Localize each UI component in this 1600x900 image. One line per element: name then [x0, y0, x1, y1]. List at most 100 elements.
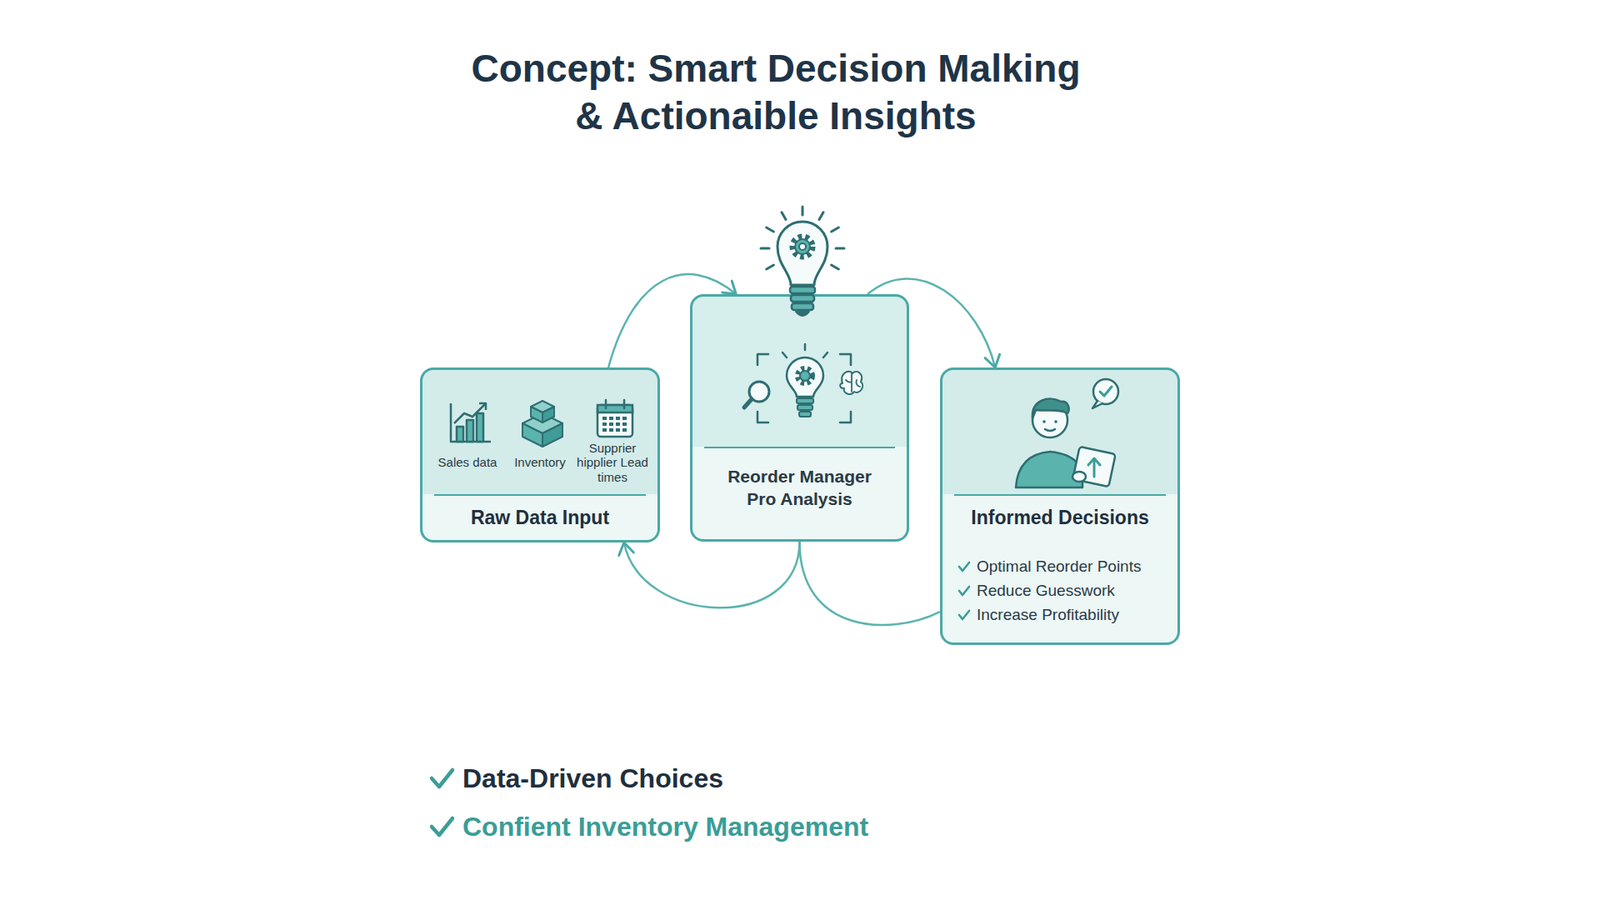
check-stroke — [959, 562, 970, 571]
idea-bulb — [760, 206, 845, 316]
path-shape — [757, 411, 769, 423]
line-shape — [831, 227, 840, 232]
inventory-icon — [522, 400, 563, 447]
path-shape — [1092, 400, 1103, 409]
rect-shape — [796, 398, 814, 404]
line-shape — [766, 265, 775, 270]
box-heading: Informed Decisions — [942, 495, 1178, 540]
check-stroke — [959, 610, 970, 620]
rect-shape — [799, 411, 811, 417]
divider — [434, 494, 646, 496]
path-shape — [1088, 458, 1100, 477]
ellipse-shape — [1072, 471, 1086, 482]
benefit-item: Increase Profitability — [942, 602, 1170, 627]
path-shape — [840, 354, 851, 365]
arrowhead — [722, 280, 737, 295]
rect-shape — [597, 405, 633, 437]
rect-shape — [797, 405, 813, 410]
circle-shape — [799, 243, 806, 250]
line-shape — [605, 400, 608, 409]
line-shape — [831, 265, 840, 270]
rect-shape — [456, 426, 464, 442]
circle-shape — [792, 236, 813, 257]
summary-point: Confient Inventory Management — [462, 802, 869, 851]
connector-line — [624, 541, 800, 608]
icon-area: Sales dataInventorySupprier hipplier Lea… — [422, 370, 658, 495]
path-shape — [1100, 386, 1112, 396]
person-icon — [942, 370, 1178, 495]
circle-shape — [1054, 420, 1058, 424]
path-shape — [757, 354, 769, 365]
rect-shape — [791, 303, 814, 310]
line-shape — [801, 206, 805, 215]
arrowhead — [985, 354, 1000, 368]
summary-point: Data-Driven Choices — [462, 754, 869, 803]
calendar-icon — [597, 400, 633, 437]
path-shape — [777, 221, 828, 285]
chart-icon — [450, 403, 491, 442]
rect-shape — [476, 413, 484, 442]
check-stroke — [959, 586, 970, 595]
polygon-shape — [530, 406, 543, 423]
benefit-item: Reduce Guesswork — [942, 578, 1170, 603]
line-shape — [744, 399, 752, 408]
path-shape — [840, 371, 863, 395]
benefit-list: Optimal Reorder PointsReduce GuessworkIn… — [942, 539, 1178, 642]
line-shape — [819, 212, 824, 220]
rect-shape — [466, 420, 474, 442]
rect-shape — [602, 416, 630, 435]
polygon-shape — [522, 423, 543, 447]
data-label: Inventory — [504, 455, 577, 470]
line-shape — [835, 247, 845, 250]
path-shape — [795, 311, 810, 316]
path-shape — [786, 357, 824, 397]
analysis-icons — [692, 296, 907, 447]
box-text: Reorder Manager Pro Analysis — [692, 448, 907, 527]
box-heading: Raw Data Input — [422, 495, 658, 540]
check-mark — [431, 818, 453, 835]
line-shape — [760, 247, 770, 250]
path-shape — [840, 411, 851, 423]
circle-shape — [1042, 420, 1046, 424]
benefit-item: Optimal Reorder Points — [942, 554, 1170, 579]
circle-shape — [795, 239, 810, 255]
path-shape — [1015, 451, 1083, 488]
data-label: Supprier hipplier Lead times — [576, 440, 650, 485]
flow-connector — [619, 541, 800, 608]
path-shape — [450, 403, 491, 442]
note-list: Data-Driven ChoicesConfient Inventory Ma… — [462, 754, 869, 851]
polygon-shape — [542, 406, 555, 423]
analysis-box: Reorder Manager Pro Analysis — [690, 294, 910, 542]
icon-area — [942, 370, 1178, 495]
check-mark — [957, 609, 971, 621]
diagram-title: Concept: Smart Decision Malking & Action… — [463, 45, 1089, 140]
check-mark — [957, 585, 971, 597]
decision-box: Informed DecisionsOptimal Reorder Points… — [940, 367, 1180, 645]
path-shape — [1045, 429, 1055, 431]
icon-area — [692, 296, 907, 447]
rect-shape — [1072, 446, 1115, 487]
rect-shape — [790, 295, 815, 302]
rect-shape — [790, 286, 815, 294]
connector-line — [800, 541, 941, 625]
line-shape — [623, 400, 626, 409]
path-shape — [845, 373, 860, 392]
check-mark — [431, 770, 453, 787]
check-mark — [957, 560, 971, 573]
circle-shape — [797, 368, 813, 384]
divider — [704, 446, 895, 449]
polyline-shape — [454, 403, 486, 424]
data-label: Sales data — [431, 455, 505, 470]
analysis-symbol — [744, 344, 863, 423]
line-shape — [766, 227, 775, 232]
circle-shape — [800, 370, 810, 381]
line-shape — [782, 352, 787, 358]
g-shape — [1015, 379, 1119, 488]
data-row: Sales dataInventorySupprier hipplier Lea… — [422, 440, 658, 485]
path-shape — [1032, 399, 1070, 419]
line-shape — [804, 344, 807, 350]
path-shape — [479, 403, 486, 410]
polygon-shape — [542, 423, 563, 447]
line-shape — [823, 352, 828, 358]
